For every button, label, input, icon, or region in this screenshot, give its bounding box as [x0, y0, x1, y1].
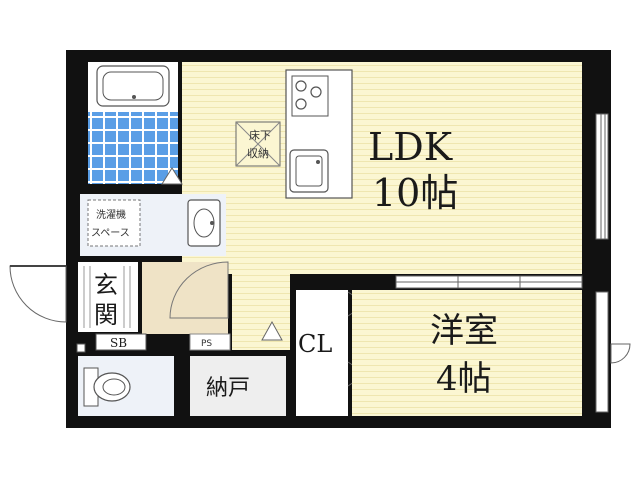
stove-icon [291, 75, 329, 117]
sink-icon [289, 149, 329, 193]
hallway-door-swing [169, 261, 229, 319]
washbasin-icon [187, 199, 221, 247]
ldk-window [595, 113, 609, 240]
laundry-label-2: スペース [91, 228, 130, 239]
underfloor-label-2: 収納 [247, 147, 269, 160]
toilet-icon [83, 367, 131, 407]
closet-floor [296, 290, 348, 416]
bathtub-icon [96, 65, 170, 107]
entrance-floor [78, 262, 138, 332]
shoe-box-label: SB [110, 336, 127, 350]
ldk-corridor-floor [232, 262, 290, 350]
bath-door-marker [161, 167, 183, 185]
corridor-door-marker [261, 320, 283, 341]
laundry-label-1: 洗濯機 [96, 208, 126, 221]
ldk-floor [182, 62, 582, 274]
western-room-floor [352, 290, 582, 416]
western-window [595, 291, 609, 413]
balcony-door-icon [610, 343, 631, 364]
underfloor-storage: 床下 収納 [235, 121, 281, 167]
front-door-icon [9, 265, 67, 323]
western-room-size: 4帖 [436, 359, 492, 399]
pipe-space-label: PS [201, 339, 212, 349]
entrance-label-1: 玄 [94, 271, 118, 299]
shoe-box [95, 333, 147, 351]
bathroom-tile [88, 112, 178, 184]
pipe-space [189, 333, 231, 351]
sliding-door [395, 275, 583, 289]
storage-floor [190, 356, 286, 416]
entrance-floor-lines [83, 266, 131, 328]
ldk-size: 10帖 [372, 171, 458, 215]
ldk-name: LDK [368, 125, 453, 169]
pillar-marker [76, 343, 86, 353]
laundry-space: 洗濯機 スペース [87, 199, 141, 247]
closet-label: CL [298, 330, 332, 358]
entrance-label-2: 関 [94, 301, 118, 329]
underfloor-label-1: 床下 [249, 128, 271, 142]
storage-label: 納戸 [206, 376, 250, 401]
western-room-name: 洋室 [430, 311, 498, 351]
